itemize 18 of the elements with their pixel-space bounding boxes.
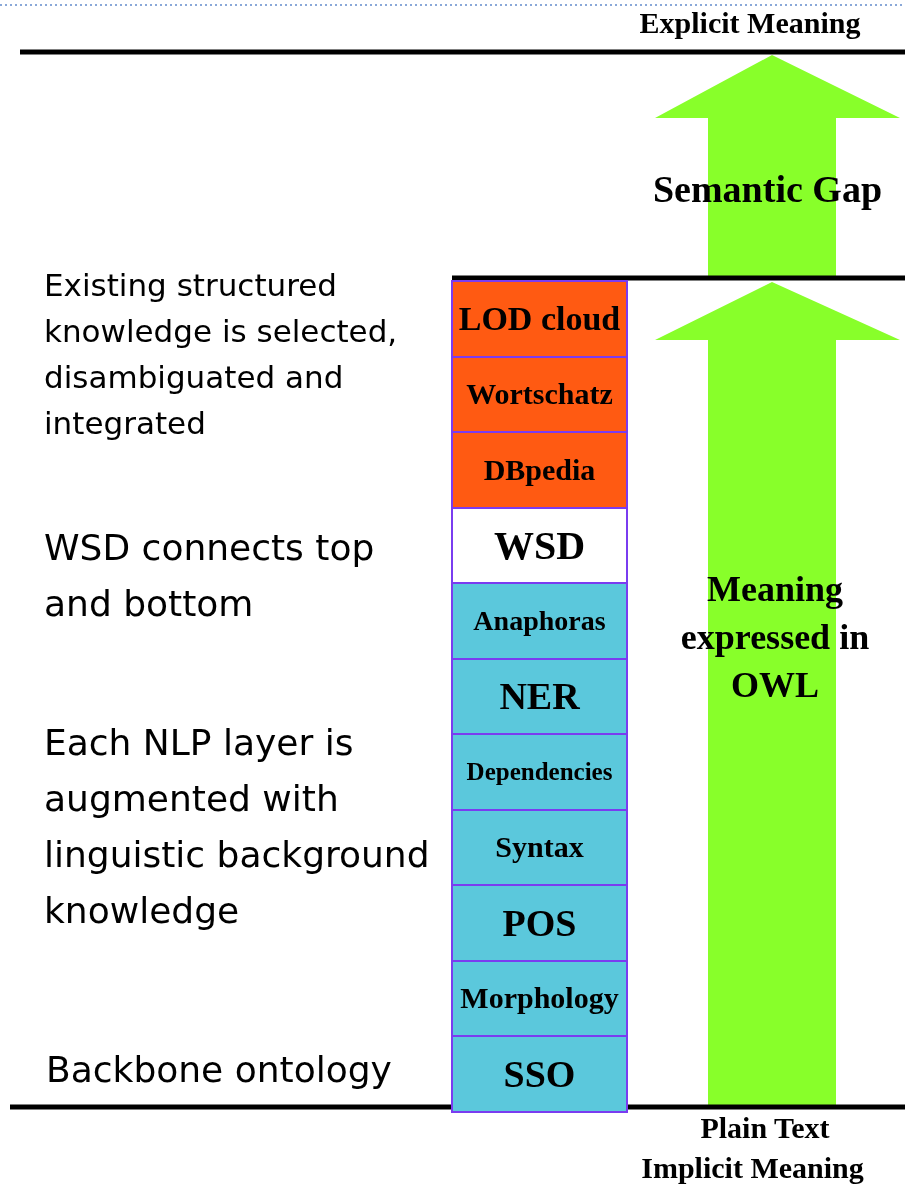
layer-box: LOD cloud <box>451 280 628 358</box>
axis-label: Plain Text <box>699 1110 831 1146</box>
note-text: WSD connects top and bottom <box>44 526 376 626</box>
note-text: Existing structured knowledge is selected, disambiguated and integrated <box>44 266 399 443</box>
axis-label: Implicit Meaning <box>640 1150 865 1186</box>
heading-text: Explicit Meaning <box>638 5 862 41</box>
layer-box: WSD <box>451 506 628 584</box>
layer-box: NER <box>451 657 628 735</box>
note-text: Each NLP layer is augmented with linguistic background knowledge <box>44 721 431 933</box>
layer-box: Syntax <box>451 808 628 886</box>
layer-box: DBpedia <box>451 431 628 509</box>
note-text: Backbone ontology <box>46 1048 393 1092</box>
layer-box: POS <box>451 884 628 962</box>
layer-box: Morphology <box>451 959 628 1037</box>
layer-box: Wortschatz <box>451 355 628 433</box>
layer-box: Anaphoras <box>451 582 628 660</box>
layer-box: SSO <box>451 1035 628 1113</box>
layer-box: Dependencies <box>451 733 628 811</box>
